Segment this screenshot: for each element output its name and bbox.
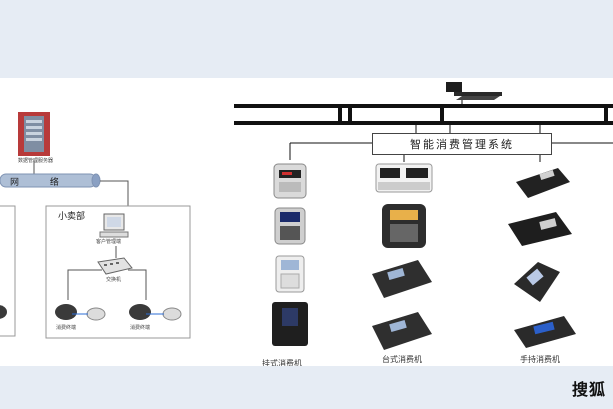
- watermark-text: 搜狐: [572, 380, 607, 399]
- switch-icon: [97, 257, 133, 275]
- desktop-terminal-icon: [382, 204, 426, 248]
- shop-box: [45, 205, 191, 339]
- shop-title: 小卖部: [58, 212, 86, 222]
- desktop-terminal-icon: [372, 312, 432, 350]
- computer-icon: [446, 82, 502, 100]
- desktop-terminal-icon: [375, 163, 433, 193]
- desktop-terminal-icon: [372, 260, 432, 298]
- server-icon: [18, 112, 50, 156]
- server-label: 数据管理服务器: [18, 158, 54, 164]
- column-caption-desktop: 台式消费机: [382, 355, 422, 364]
- terminal-icon: [129, 304, 182, 321]
- column-caption-handheld: 手持消费机: [520, 355, 560, 364]
- diagram-drawing: [0, 82, 613, 350]
- handheld-terminal-icon: [516, 168, 570, 198]
- column-caption-wall: 挂式消费机: [262, 359, 302, 366]
- wall-terminal-icon: [273, 163, 307, 199]
- terminal-label: 消费终端: [56, 325, 77, 331]
- terminal-icon: [0, 304, 106, 321]
- terminal-label: 消费终端: [130, 325, 151, 331]
- client-label: 客户管理端: [96, 239, 122, 245]
- wall-terminal-icon: [272, 302, 308, 346]
- network-label: 网 络: [10, 178, 73, 188]
- handheld-terminal-icon: [514, 316, 576, 348]
- bus-lines: [234, 98, 613, 125]
- wall-terminal-icon: [275, 255, 305, 293]
- network-pipe: [0, 173, 101, 188]
- bottom-band: [0, 366, 613, 409]
- switch-label: 交换机: [106, 277, 122, 283]
- handheld-terminal-icon: [514, 262, 560, 302]
- handheld-terminal-icon: [508, 212, 572, 246]
- top-band: [0, 0, 613, 78]
- system-title: 智能消费管理系统: [372, 133, 552, 155]
- wall-terminal-icon: [274, 207, 306, 245]
- diagram-panel: 数据管理服务器 网 络 小卖部 客户管理端 交换机 消费终端 消费终端 智能消费…: [0, 78, 613, 366]
- computer-icon: [99, 213, 129, 238]
